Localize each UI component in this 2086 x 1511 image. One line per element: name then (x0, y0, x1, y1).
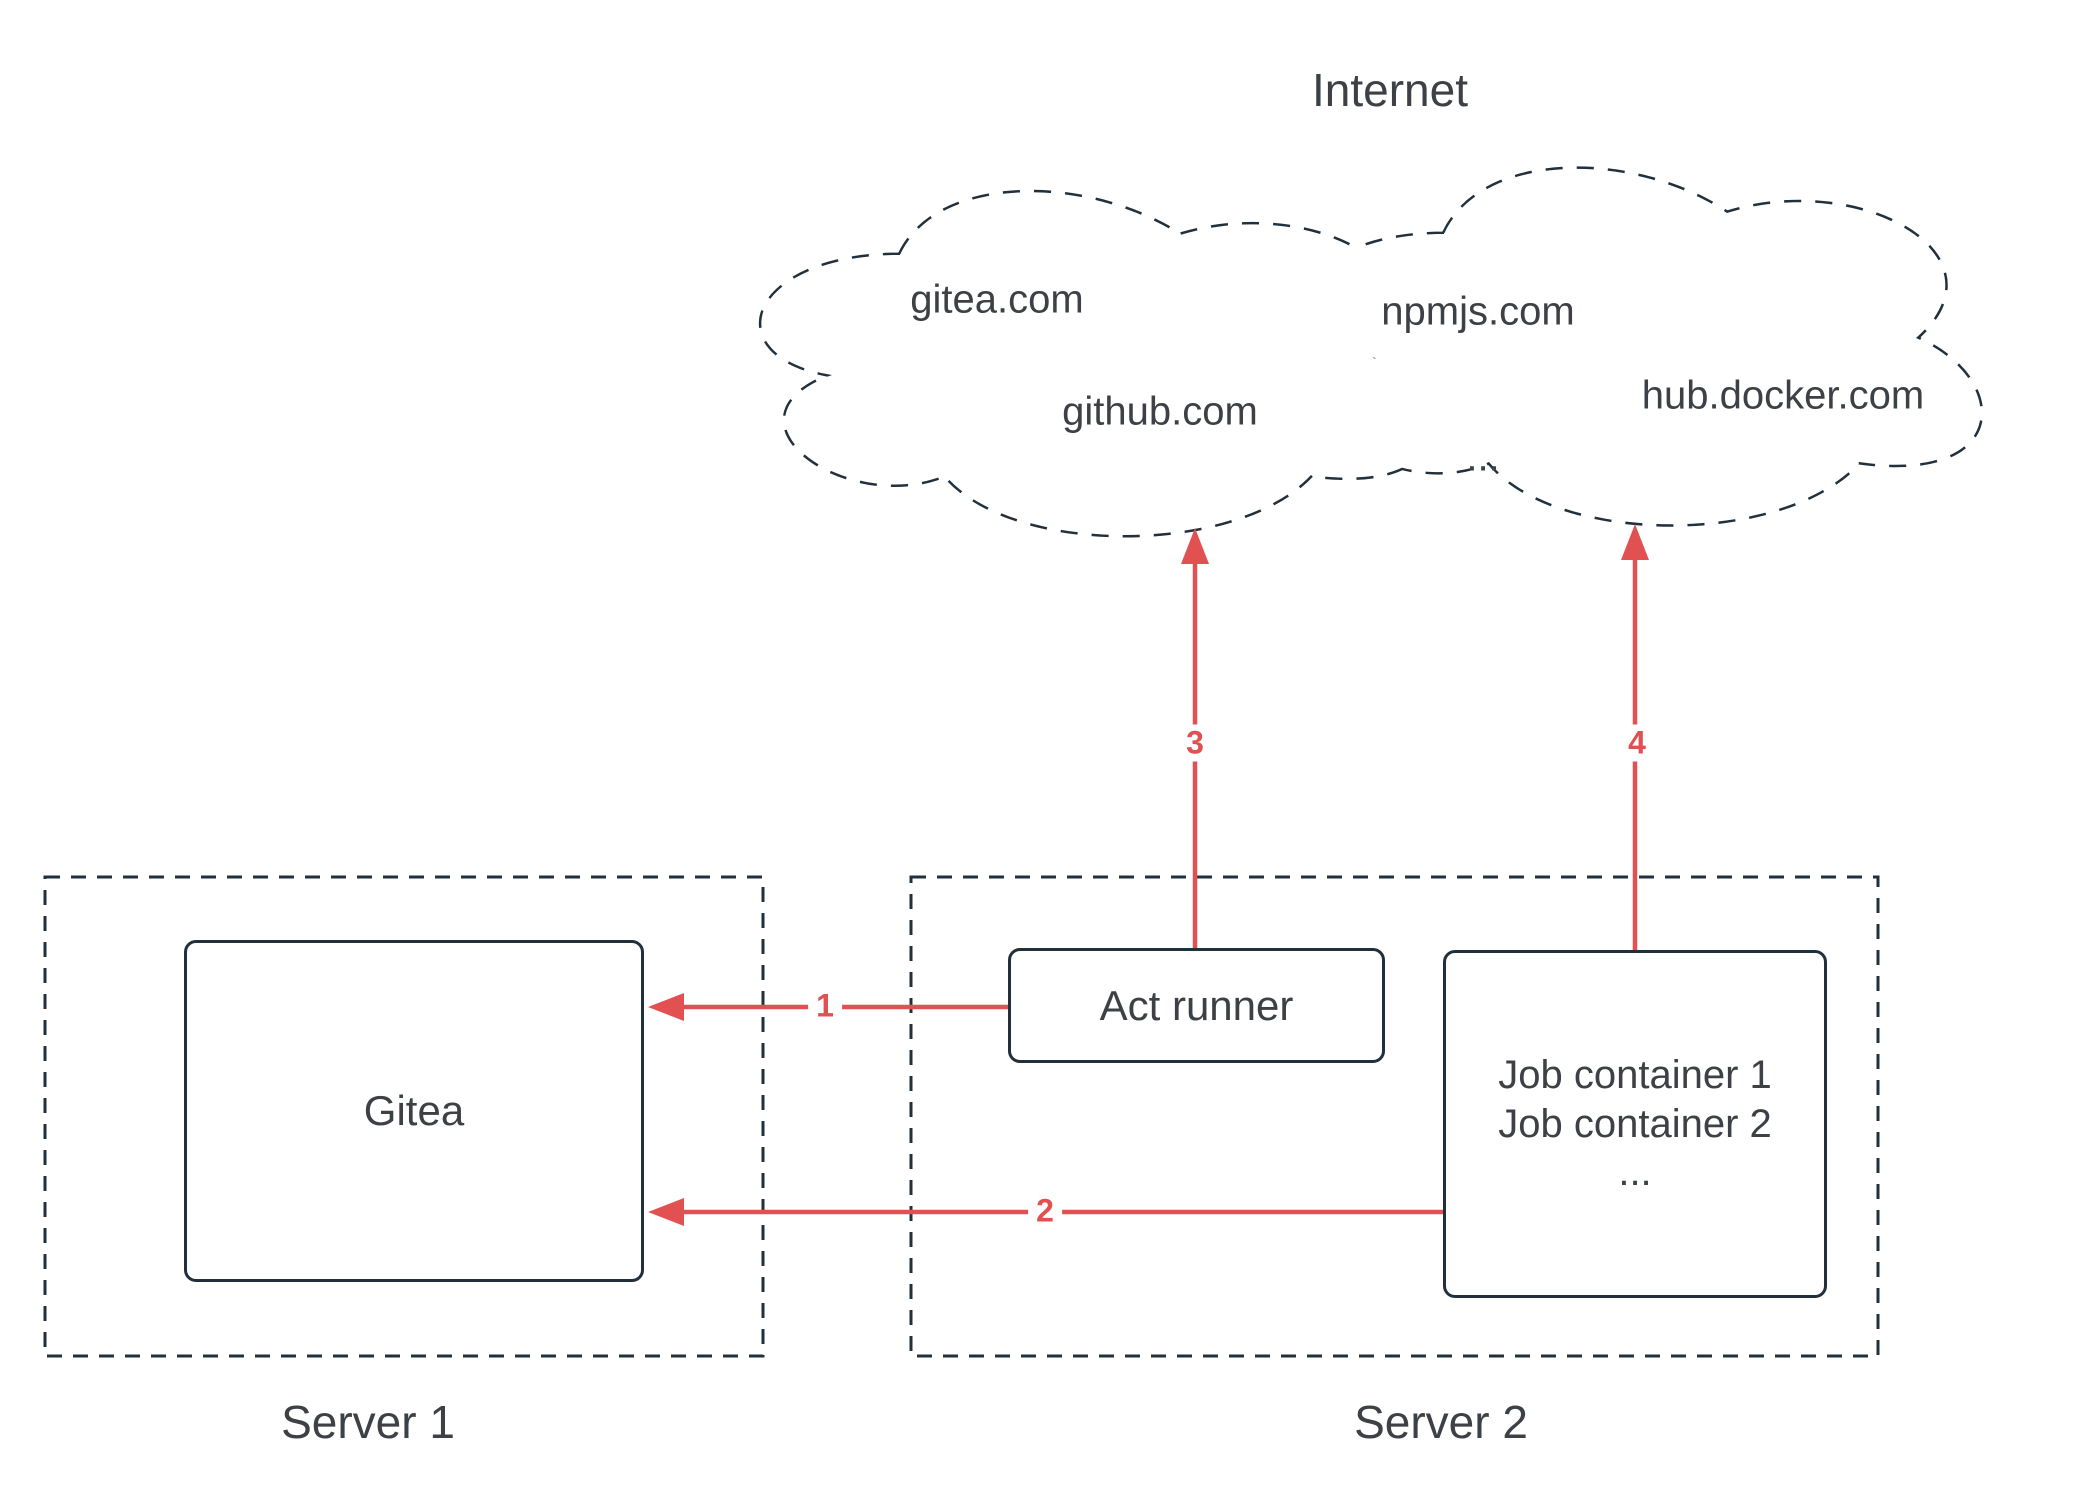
arrow-4-head (1621, 524, 1649, 560)
job-container-node: Job container 1 Job container 2 ... (1443, 950, 1827, 1298)
server2-caption: Server 2 (1354, 1396, 1528, 1448)
site-label-npmjs-com: npmjs.com (1381, 289, 1575, 334)
job-container-line-2: Job container 2 (1498, 1101, 1772, 1146)
cloud-ellipsis: ... (1466, 435, 1500, 480)
internet-cloud (758, 166, 1983, 538)
edge-label-3: 3 (1178, 724, 1212, 762)
job-container-ellipsis: ... (1618, 1150, 1652, 1195)
arrow-1-head (648, 993, 684, 1021)
arrow-2-head (648, 1198, 684, 1226)
edge-label-1: 1 (808, 987, 842, 1025)
internet-title: Internet (1312, 64, 1468, 116)
act-runner-node: Act runner (1008, 948, 1385, 1063)
edge-label-2: 2 (1028, 1192, 1062, 1230)
site-label-github-com: github.com (1062, 389, 1258, 434)
arrow-3-head (1181, 528, 1209, 564)
cloud-left-cover (761, 192, 1431, 535)
site-label-hub-docker-com: hub.docker.com (1641, 373, 1925, 418)
server2-boundary (909, 875, 1880, 1358)
gitea-node-label: Gitea (363, 1087, 465, 1135)
job-container-line-1: Job container 1 (1498, 1052, 1772, 1097)
act-runner-node-label: Act runner (1099, 981, 1294, 1029)
arrow-1 (648, 993, 1008, 1021)
gitea-node: Gitea (184, 940, 644, 1282)
cloud-right-cover (1304, 168, 1981, 525)
edge-label-4: 4 (1620, 724, 1654, 762)
server1-caption: Server 1 (281, 1396, 455, 1448)
site-label-gitea-com: gitea.com (910, 277, 1084, 322)
